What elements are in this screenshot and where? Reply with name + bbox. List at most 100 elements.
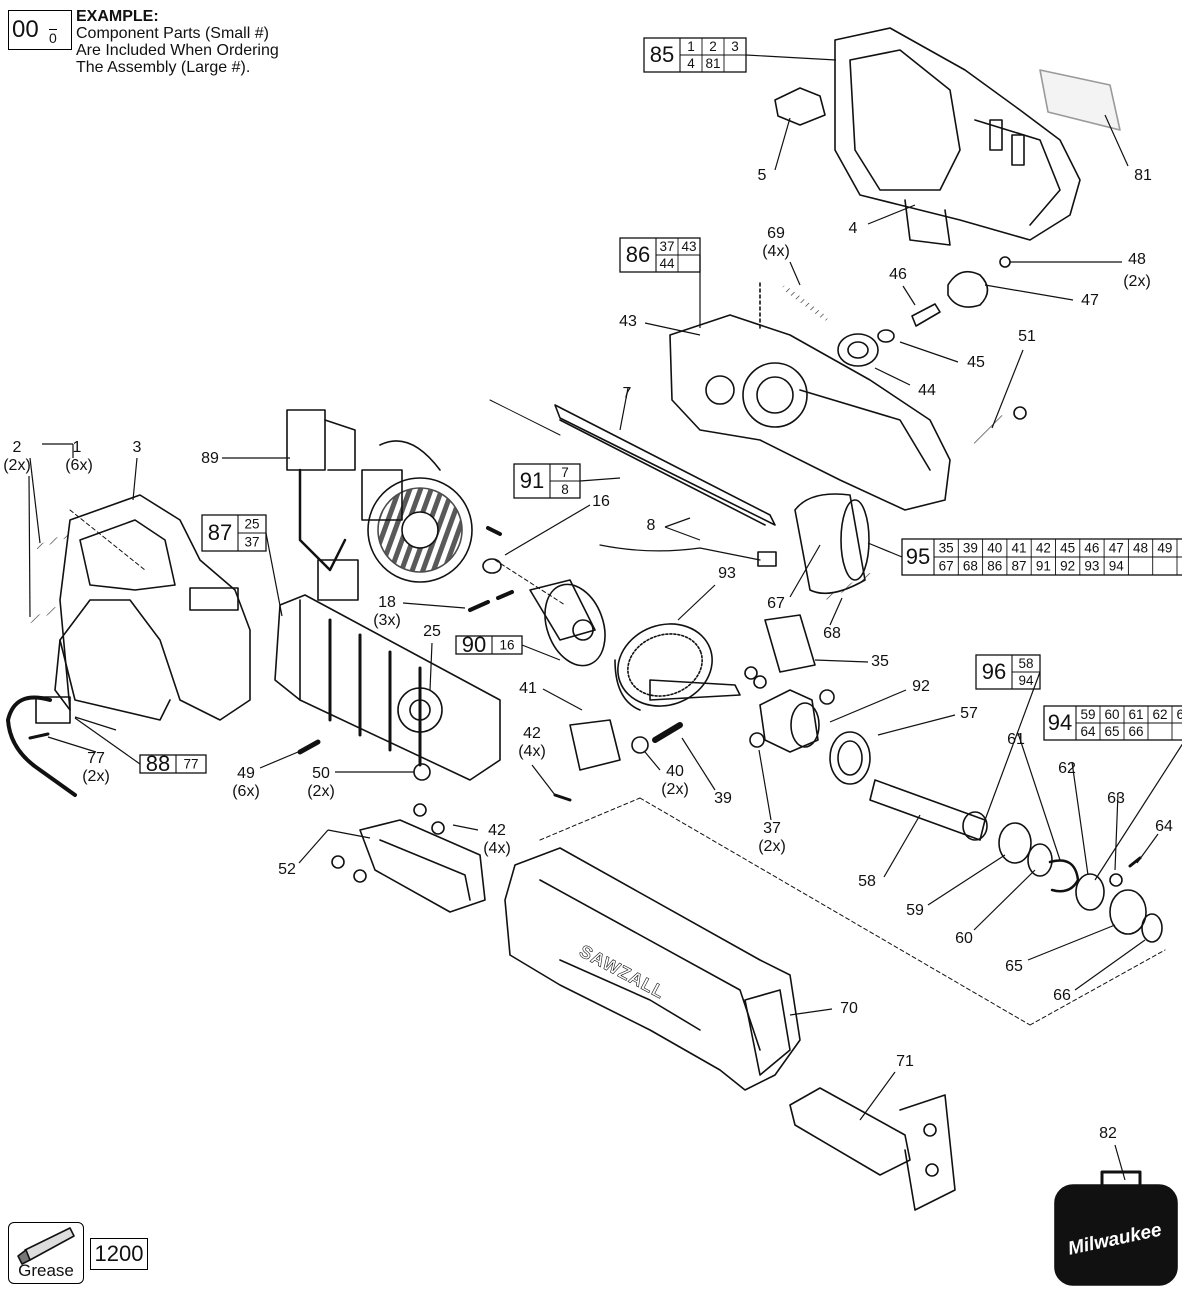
legend-line: The Assembly (Large #). [76, 59, 251, 76]
grease-code: 1200 [90, 1238, 148, 1270]
assembly-part-number: 37 [244, 535, 259, 550]
leader-line [429, 642, 433, 691]
leader-line [132, 457, 138, 501]
assembly-part-number: 77 [183, 757, 198, 772]
callout-label: 35 [871, 653, 889, 670]
rail-7-drawing [554, 404, 776, 526]
assembly-part-number: 46 [1084, 541, 1099, 556]
leader-line [829, 597, 843, 626]
legend-text: EXAMPLE: Component Parts (Small #) Are I… [76, 8, 336, 76]
screw-18-drawing [468, 526, 514, 612]
leader-line [644, 751, 661, 771]
callout-label: 57 [960, 705, 978, 722]
assembly-part-number: 7 [561, 465, 569, 480]
callout-label: (2x) [3, 457, 31, 474]
callout-label: 47 [1081, 292, 1099, 309]
plunger-58-drawing [869, 779, 986, 841]
assembly-leader-line [265, 532, 283, 617]
pin-39-drawing [652, 722, 683, 743]
leader-line [619, 387, 629, 431]
callout-label: (4x) [762, 243, 790, 260]
ring-59-drawing [998, 822, 1032, 864]
screw-2-drawing [28, 607, 58, 623]
callout-label: 81 [1134, 167, 1152, 184]
assembly-part-number: 59 [1080, 707, 1095, 722]
callout-label: (3x) [373, 612, 401, 629]
callout-label: 45 [967, 354, 985, 371]
assembly-box: 9535394041424546474849575867688687919293… [867, 538, 1182, 576]
assembly-part-number: 91 [1036, 559, 1051, 574]
assembly-part-number: 25 [244, 517, 259, 532]
assembly-part-number: 93 [1084, 559, 1099, 574]
screw-77-drawing [28, 732, 50, 740]
leader-line [902, 285, 916, 306]
assembly-part-number: 39 [963, 541, 978, 556]
legend-sample-small: 0 [49, 29, 57, 46]
plate-52-drawing [331, 803, 486, 913]
pin-63-drawing [1109, 873, 1123, 887]
wire-91-drawing [489, 399, 561, 436]
legend-sample-large: 00 [12, 16, 39, 43]
callout-label: 66 [1053, 987, 1071, 1004]
lead-77-drawing [6, 695, 77, 797]
callout-label: 62 [1058, 760, 1076, 777]
leader-line [298, 829, 329, 864]
assembly-box: 945960616263646566 [1043, 705, 1182, 881]
leader-line [984, 284, 1074, 301]
leader-line [991, 349, 1024, 429]
callout-label: 42 [488, 822, 506, 839]
callout-label: 1 [73, 439, 82, 456]
handle-housing-drawing [834, 27, 1081, 246]
leader-line [47, 736, 97, 753]
sleeve-67-drawing [794, 493, 870, 595]
assembly-part-number: 8 [561, 482, 569, 497]
assembly-part-number: 41 [1012, 541, 1027, 556]
callout-label: 51 [1018, 328, 1036, 345]
screw-1-drawing [36, 534, 68, 549]
washer-45-drawing [877, 329, 895, 343]
assembly-leader-line [74, 717, 141, 765]
assembly-part-number: 66 [1128, 724, 1143, 739]
seal-57-drawing [829, 731, 871, 785]
leader-line [542, 688, 583, 711]
washer-40-drawing [631, 736, 649, 754]
leader-line [402, 602, 466, 609]
grease-tube-icon [17, 1227, 75, 1265]
spring-61-drawing [1048, 859, 1080, 893]
connector-8-drawing [757, 551, 777, 567]
leader-line [1104, 114, 1129, 167]
leader-line [789, 1008, 833, 1016]
callout-label: (6x) [232, 783, 260, 800]
assembly-part-number: 1 [687, 39, 695, 54]
front-housing-70-drawing: SAWZALL [504, 847, 801, 1091]
holder-92-drawing [759, 689, 820, 753]
ring-60-drawing [1027, 843, 1053, 877]
assembly-part-number: 49 [1157, 541, 1172, 556]
leader-line [874, 367, 911, 386]
callout-label: (2x) [758, 838, 786, 855]
shoe-71-drawing [789, 1087, 956, 1211]
assembly-part-number: 43 [681, 239, 696, 254]
callout-label: 39 [714, 790, 732, 807]
leader-line [1114, 1144, 1126, 1181]
assembly-number: 94 [1048, 710, 1072, 735]
callout-label: 67 [767, 595, 785, 612]
assembly-part-number: 2 [709, 39, 717, 54]
leader-line [1017, 732, 1061, 861]
assembly-part-number: 81 [705, 56, 720, 71]
left-housing-drawing [54, 494, 251, 721]
legend-line: Are Included When Ordering [76, 42, 279, 59]
rotor-90-drawing [482, 558, 606, 667]
spring-68-drawing [826, 573, 872, 600]
lead-77-block [35, 696, 71, 724]
callout-label: 41 [519, 680, 537, 697]
spring-51-drawing [971, 414, 1004, 444]
bushing-drawing [744, 666, 758, 680]
callout-label: 82 [1099, 1125, 1117, 1142]
leader-line [644, 322, 701, 336]
leader-line [28, 475, 31, 618]
